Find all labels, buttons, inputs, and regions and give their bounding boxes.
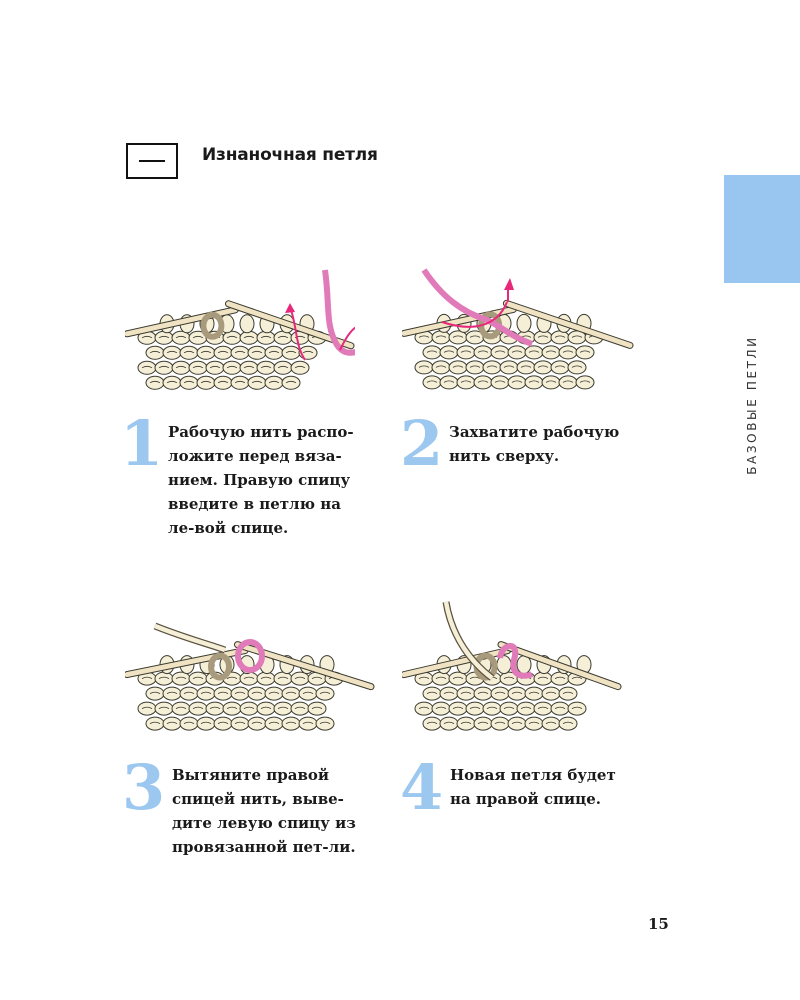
section-tab <box>724 175 800 283</box>
step-number-4: 4 <box>400 751 444 824</box>
step-number-2: 2 <box>400 407 444 480</box>
page-title: Изнаночная петля <box>202 145 378 165</box>
step-text-3: Вытяните правой спицей нить, выве-дите л… <box>172 766 356 856</box>
working-yarn <box>443 601 494 680</box>
working-yarn <box>322 269 355 356</box>
illustration-step-2 <box>402 268 634 390</box>
step-text-1: Рабочую нить распо-ложите перед вяза-ние… <box>168 423 354 537</box>
working-yarn <box>421 268 534 347</box>
step-text-2: Захватите рабочую нить сверху. <box>449 423 620 465</box>
step-number-3: 3 <box>122 751 166 824</box>
purl-symbol-icon <box>126 143 178 179</box>
illustration-step-1 <box>125 269 355 390</box>
step-number-1: 1 <box>120 407 164 480</box>
step-text-4: Новая петля будет на правой спице. <box>450 766 616 808</box>
section-label: БАЗОВЫЕ ПЕТЛИ <box>745 335 759 475</box>
working-yarn <box>154 623 226 653</box>
page-number: 15 <box>648 915 669 933</box>
arrow-icon <box>441 301 508 328</box>
illustration-step-3 <box>125 622 375 731</box>
illustration-step-4 <box>402 601 622 731</box>
